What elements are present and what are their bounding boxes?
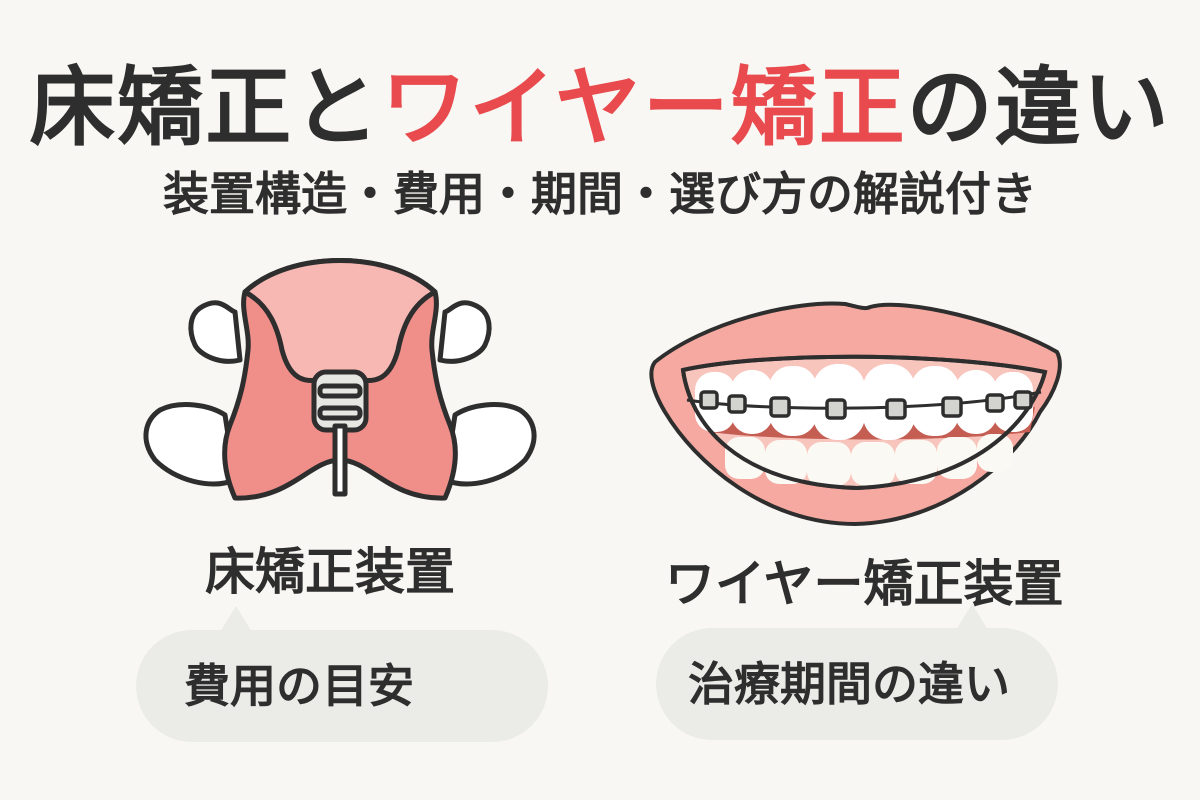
page-title: 床矯正とワイヤー矯正の違い [0,58,1200,158]
bracket-icon [1013,390,1033,410]
palatal-expander-illustration [143,258,537,501]
period-bubble: 治療期間の違い [656,604,1058,740]
title-part1: 床矯正と [29,58,382,158]
title-accent: ワイヤー矯正 [381,58,907,158]
tooth-icon [143,402,238,487]
period-bubble-text: 治療期間の違い [688,657,1010,711]
bracket-icon [699,390,719,410]
cost-bubble-text: 費用の目安 [184,659,414,713]
bracket-icon [727,394,747,414]
braces-label: ワイヤー矯正装置 [665,555,1064,613]
title-part2: の違い [906,58,1171,158]
cost-bubble: 費用の目安 [136,606,548,742]
bubble-tail [956,604,988,630]
expander-label: 床矯正装置 [205,543,455,601]
bubble-tail [220,606,252,632]
tooth-icon [188,300,243,364]
braces-smile-illustration [649,301,1062,526]
bracket-icon [941,396,963,418]
tooth-icon [442,402,537,487]
tooth-icon [437,300,492,364]
bracket-icon [985,393,1005,413]
page-subtitle: 装置構造・費用・期間・選び方の解説付き [163,167,1037,221]
bracket-icon [885,398,907,420]
bracket-icon [769,396,791,418]
bracket-icon [825,398,847,420]
